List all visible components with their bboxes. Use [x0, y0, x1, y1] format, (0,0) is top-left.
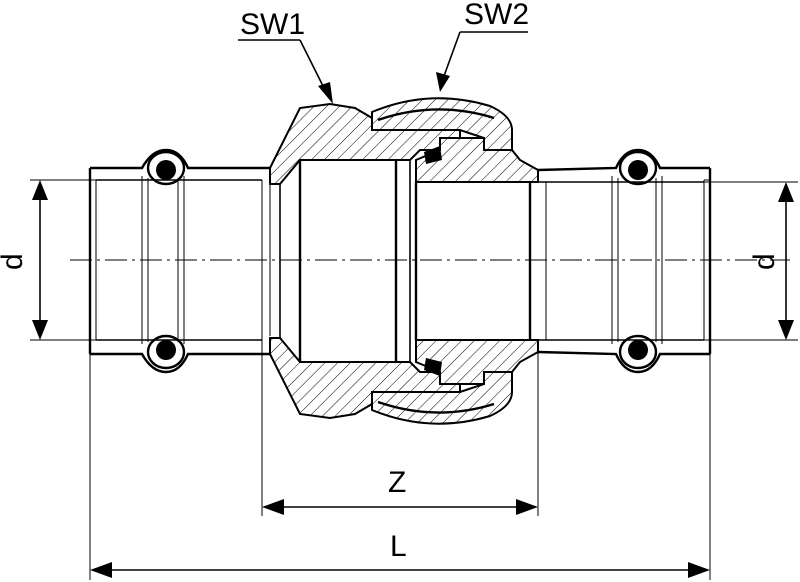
o-ring-top-right — [628, 160, 648, 180]
o-ring-bottom-right — [628, 340, 648, 360]
sw1-label: SW1 — [240, 8, 305, 41]
d-right-label: d — [748, 253, 781, 270]
left-press-socket — [88, 148, 271, 374]
dimension-l: L — [89, 354, 711, 580]
union-nut — [371, 97, 513, 425]
l-label: L — [390, 530, 407, 563]
dimension-d-right: d — [704, 181, 798, 341]
sw1-callout: SW1 — [238, 8, 333, 104]
sw2-callout: SW2 — [436, 0, 529, 92]
d-left-label: d — [0, 253, 29, 270]
o-ring-bottom-left — [156, 340, 176, 360]
tailpiece — [414, 137, 539, 385]
sw2-label: SW2 — [464, 0, 529, 31]
z-label: Z — [388, 466, 406, 499]
right-press-socket — [537, 148, 712, 374]
o-ring-top-left — [156, 160, 176, 180]
dimension-d-left: d — [0, 179, 96, 341]
dimension-z: Z — [261, 340, 539, 516]
